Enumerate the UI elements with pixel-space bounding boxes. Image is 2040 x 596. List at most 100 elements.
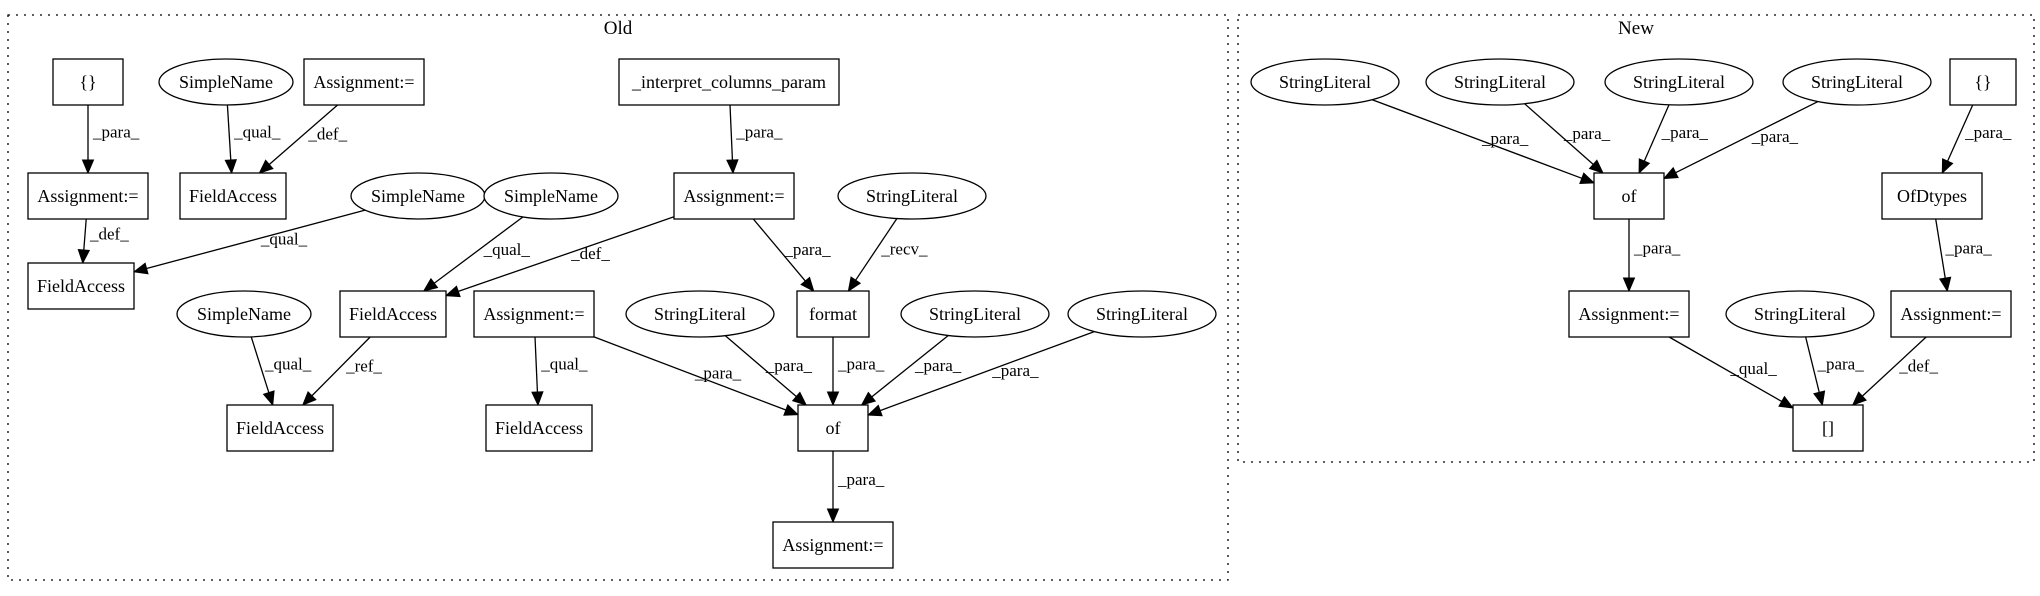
arrowhead-icon [1579,172,1596,184]
node-stringliteral: StringLiteral [900,290,1050,338]
arrowhead-icon [1813,390,1826,407]
node-simplename: SimpleName [350,172,486,220]
arrowhead-icon [847,276,862,293]
node-box [27,262,135,310]
edge-label: _qual_ [540,355,588,374]
node-box [796,290,870,338]
arrowhead-icon [1938,276,1952,293]
node-of: of [797,404,869,452]
node-label: Assignment:= [1578,304,1679,324]
node-stringliteral: StringLiteral [1604,58,1754,106]
node-assignment: Assignment:= [1890,290,2012,338]
node-box [339,290,447,338]
node-box [1593,172,1665,220]
node-ellipse [176,290,312,338]
node-label: FieldAccess [37,276,125,296]
node-box [1881,172,1983,220]
node-ellipse [1604,58,1754,106]
edge-line [311,336,371,397]
edge-recv: _recv_ [847,218,928,293]
node-label: Assignment:= [683,186,784,206]
node-box [1890,290,2012,338]
edge-qual: _qual_ [250,336,312,407]
edge-label: _qual_ [233,123,281,142]
edge-label: _para_ [991,361,1039,380]
edge-line [593,336,787,411]
edge-line [879,330,1095,412]
node-stringliteral: StringLiteral [1782,58,1932,106]
node-fieldaccess: FieldAccess [485,404,593,452]
node-ofdtypes: OfDtypes [1881,172,1983,220]
node-label: SimpleName [504,186,598,206]
edge-def: _def_ [1851,336,1938,406]
node-simplename: SimpleName [483,172,619,220]
arrowhead-icon [791,391,808,406]
edge-line [1805,336,1820,393]
node-label: {} [1974,72,1991,92]
edge-line [855,218,898,281]
node-stringliteral: StringLiteral [1425,58,1575,106]
node-format: format [796,290,870,338]
arrowhead-icon [783,404,800,416]
arrowhead-icon [1851,391,1867,406]
edge-para: _para_ [826,451,885,524]
edge-line [146,209,366,270]
node-label: [] [1822,418,1834,438]
node-assignment: Assignment:= [303,58,425,106]
node-box [27,172,149,220]
edge-label: _para_ [1944,239,1992,258]
node-label: of [826,418,841,438]
node-label: StringLiteral [929,304,1021,324]
node-box [179,172,287,220]
edge-label: _qual_ [1729,359,1777,378]
edge-ref: _ref_ [301,336,382,406]
node-label: of [1622,186,1637,206]
node-assignment: Assignment:= [673,172,795,220]
node-box [485,404,593,452]
edge-label: _para_ [1751,127,1799,146]
edge-para: _para_ [593,336,800,416]
edge-para: _para_ [81,105,140,175]
edge-line [724,335,797,398]
node-label: SimpleName [371,186,465,206]
node-label: StringLiteral [1454,72,1546,92]
node-label: StringLiteral [1096,304,1188,324]
node-label: Assignment:= [1900,304,2001,324]
edge-qual: _qual_ [1668,336,1795,409]
arrowhead-icon [81,159,95,175]
arrowhead-icon [826,391,840,407]
edge-def: _def_ [258,104,348,174]
edge-label: _para_ [92,123,140,142]
edge-label: _para_ [1661,123,1709,142]
edge-label: _para_ [837,355,885,374]
node-stringliteral: StringLiteral [625,290,775,338]
edge-line [83,218,87,251]
edge-line [226,104,232,161]
arrowhead-icon [866,404,883,417]
arrowhead-icon [77,249,91,265]
arrowhead-icon [1662,166,1679,180]
edge-para: _para_ [1622,219,1681,293]
edge-line [1861,336,1927,397]
node-assignment: Assignment:= [1568,290,1690,338]
edge-label: _para_ [837,470,885,489]
node-box [226,404,334,452]
edge-label: _para_ [1816,355,1864,374]
cluster-new-border [1237,14,2035,463]
arrowhead-icon [1638,158,1651,175]
node-box [618,58,840,106]
arrowhead-icon [531,391,544,407]
node-label: StringLiteral [1633,72,1725,92]
arrowhead-icon [726,159,739,175]
node-label: FieldAccess [236,418,324,438]
node-label: StringLiteral [654,304,746,324]
edge-line [1643,104,1670,162]
edge-label: _para_ [765,356,813,375]
node-label: StringLiteral [866,186,958,206]
node-label: StringLiteral [1279,72,1371,92]
edge-para: _para_ [724,335,813,406]
node-label: Assignment:= [37,186,138,206]
edge-label: _recv_ [880,239,928,258]
edge-line [1935,218,1946,279]
arrowhead-icon [860,391,877,406]
